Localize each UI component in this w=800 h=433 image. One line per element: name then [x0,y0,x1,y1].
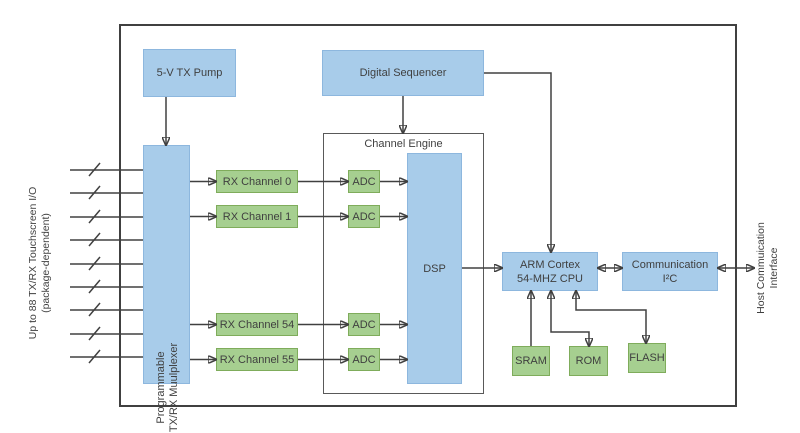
block-mux: Programmable TX/RX Muulplexer [143,145,190,432]
dsp-label: DSP [423,262,446,275]
adc-55-label: ADC [352,353,376,366]
rx-channel-55-label: RX Channel 55 [219,353,295,366]
communication-line2: I²C [662,272,678,285]
arm-cpu-line1: ARM Cortex [520,258,580,271]
flash-label: FLASH [629,352,665,364]
chip-boundary [119,24,737,407]
block-adc-0: ADC [348,170,380,193]
rx-channel-1-label: RX Channel 1 [222,210,292,223]
rx-channel-54-label: RX Channel 54 [219,318,295,331]
block-arm-cpu: ARM Cortex 54-MHZ CPU [502,252,598,291]
block-adc-54: ADC [348,313,380,336]
tx-pump-label: 5-V TX Pump [156,67,223,79]
channel-engine-label: Channel Engine [364,138,443,150]
touchscreen-io-label-line1: Up to 88 TX/RX Touchscreen I/O [27,186,39,340]
block-rx-channel-0: RX Channel 0 [216,170,298,193]
rx-channel-0-label: RX Channel 0 [222,175,292,188]
adc-54-label: ADC [352,318,376,331]
arm-cpu-line2: 54-MHZ CPU [516,272,583,285]
block-rom: ROM [569,346,608,376]
host-interface-label-line2: Interface [768,247,780,289]
mux-label-line2: TX/RX Muulplexer [167,342,180,433]
rom-label: ROM [575,355,602,367]
mux-label: Programmable TX/RX Muulplexer [144,268,191,433]
digital-sequencer-label: Digital Sequencer [359,67,447,79]
block-adc-55: ADC [348,348,380,371]
touchscreen-io-label: Up to 88 TX/RX Touchscreen I/O (package-… [25,153,55,373]
block-adc-1: ADC [348,205,380,228]
block-sram: SRAM [512,346,550,376]
block-digital-sequencer: Digital Sequencer [322,50,484,96]
mux-label-line1: Programmable [154,351,167,424]
block-dsp: DSP [407,153,462,384]
sram-label: SRAM [515,355,547,367]
communication-line1: Communication [631,258,709,271]
host-interface-label-line1: Host Commuication [755,222,767,314]
block-rx-channel-54: RX Channel 54 [216,313,298,336]
block-communication: Communication I²C [622,252,718,291]
adc-0-label: ADC [352,175,376,188]
host-interface-label: Host Commuication Interface [754,203,782,333]
touchscreen-io-label-line2: (package-dependent) [40,213,52,313]
block-rx-channel-55: RX Channel 55 [216,348,298,371]
block-rx-channel-1: RX Channel 1 [216,205,298,228]
block-flash: FLASH [628,343,666,373]
adc-1-label: ADC [352,210,376,223]
block-tx-pump: 5-V TX Pump [143,49,236,97]
